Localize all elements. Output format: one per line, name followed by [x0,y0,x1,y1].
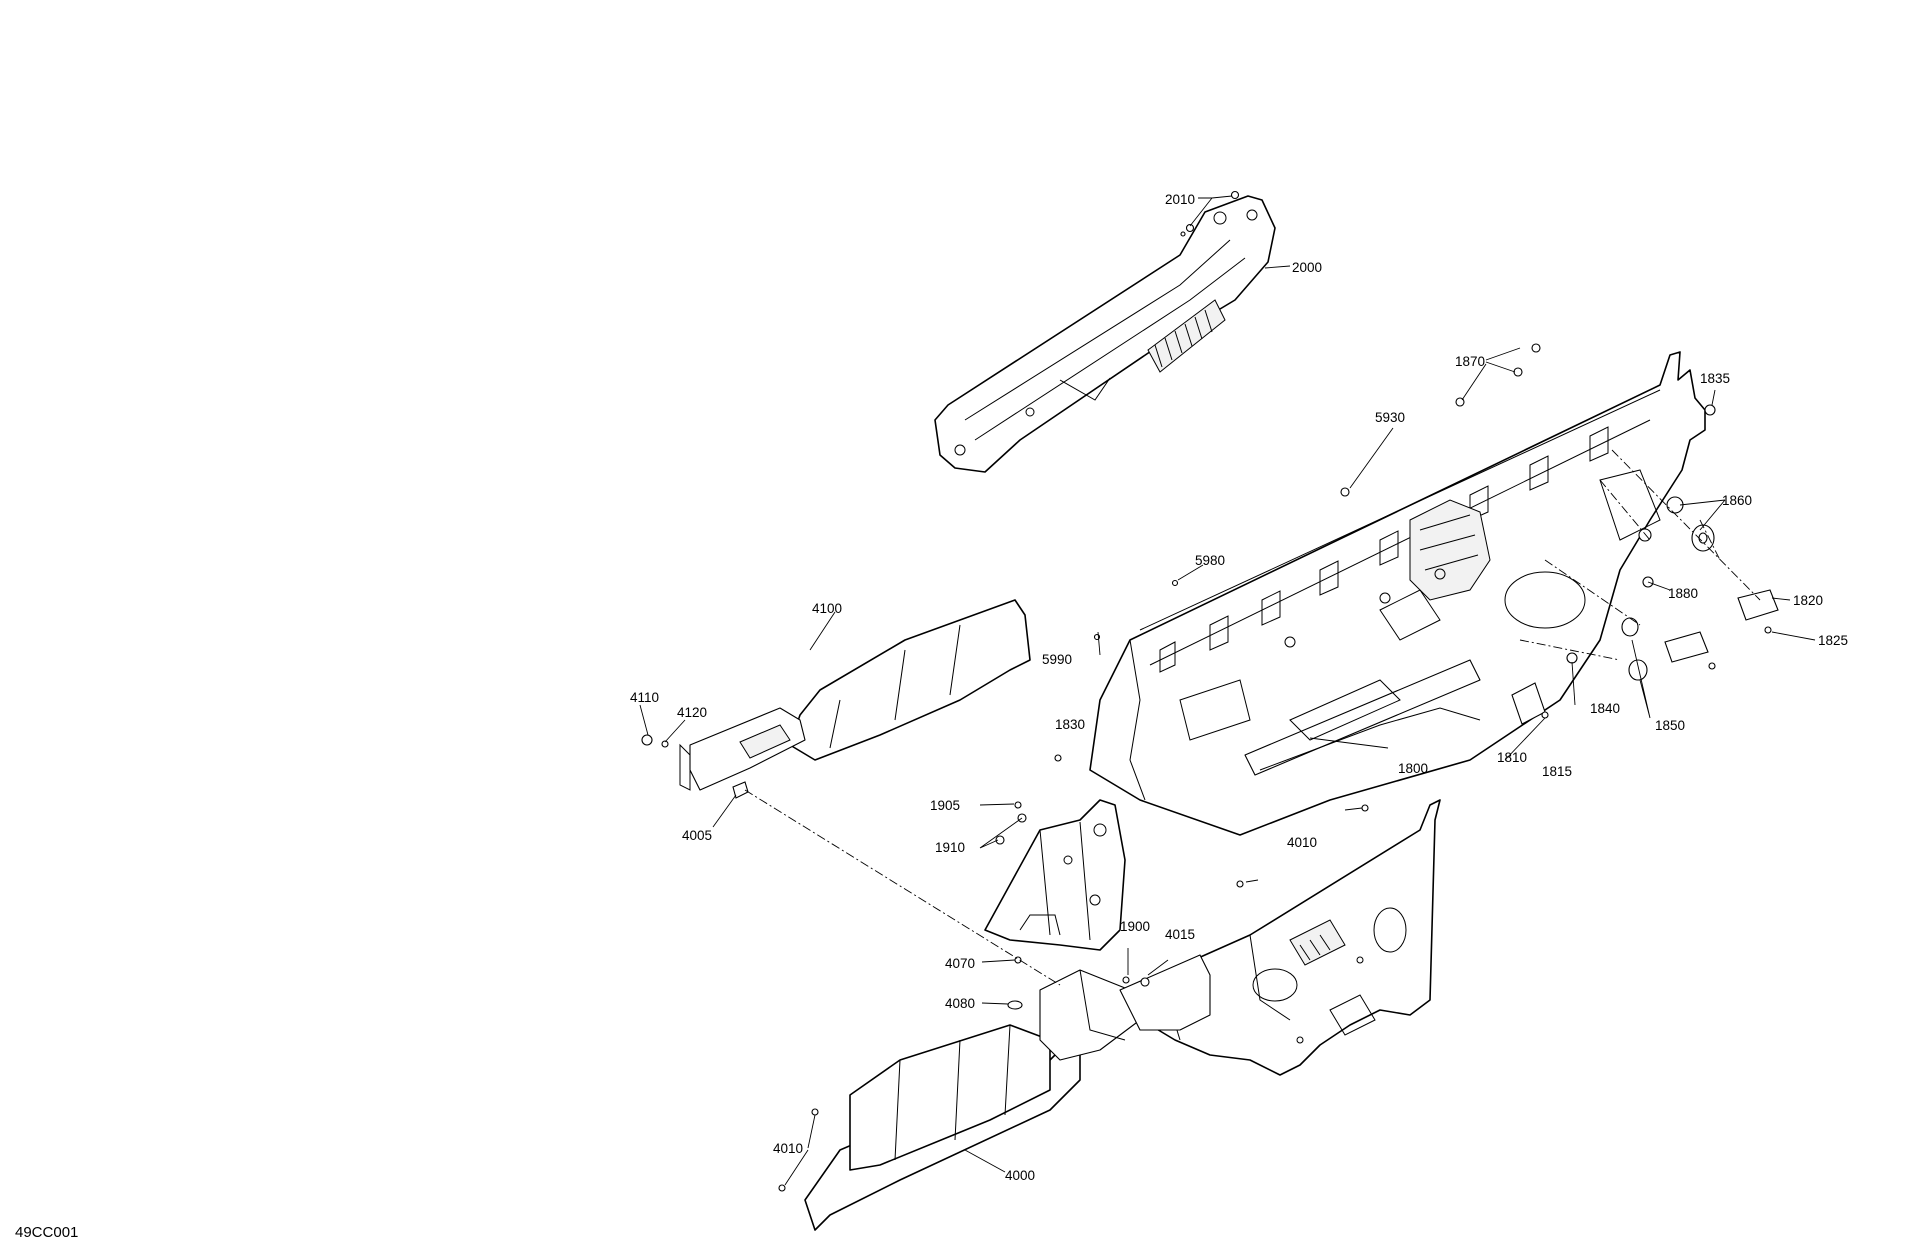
callout-1825: 1825 [1818,633,1848,648]
part-1900-post-bracket [984,799,1126,951]
callout-1820: 1820 [1793,593,1823,608]
callout-1905: 1905 [930,798,960,813]
part-4100-duct [679,599,1031,791]
callout-4080: 4080 [945,996,975,1011]
part-2000-side-panel [934,195,1276,473]
callout-1835: 1835 [1700,371,1730,386]
callout-4000: 4000 [1005,1168,1035,1183]
callout-4010-lower: 4010 [773,1141,803,1156]
callout-1850: 1850 [1655,718,1685,733]
callout-5930: 5930 [1375,410,1405,425]
leader-lines [639,195,1816,1186]
callout-1880: 1880 [1668,586,1698,601]
callout-1830: 1830 [1055,717,1085,732]
callout-1870: 1870 [1455,354,1485,369]
callout-1860: 1860 [1722,493,1752,508]
callout-2000: 2000 [1292,260,1322,275]
part-1800-rear-frame [1089,351,1706,836]
part-4000-lower-duct [804,954,1211,1231]
callout-4010-upper: 4010 [1287,835,1317,850]
callout-1910: 1910 [935,840,965,855]
callout-labels: 2010 2000 1870 1835 5930 1860 1880 1820 … [630,192,1848,1183]
callout-4110: 4110 [630,690,659,705]
callout-4120: 4120 [677,705,707,720]
callout-1800: 1800 [1398,761,1428,776]
callout-4070: 4070 [945,956,975,971]
figure-code: 49CC001 [15,1224,78,1241]
callout-4100: 4100 [812,601,842,616]
callout-5990: 5990 [1042,652,1072,667]
callout-1815: 1815 [1542,764,1572,779]
callout-1840: 1840 [1590,701,1620,716]
callout-1810: 1810 [1497,750,1527,765]
callout-1900: 1900 [1120,919,1150,934]
callout-4015: 4015 [1165,927,1195,942]
callout-4005: 4005 [682,828,712,843]
callout-5980: 5980 [1195,553,1225,568]
callout-2010: 2010 [1165,192,1195,207]
